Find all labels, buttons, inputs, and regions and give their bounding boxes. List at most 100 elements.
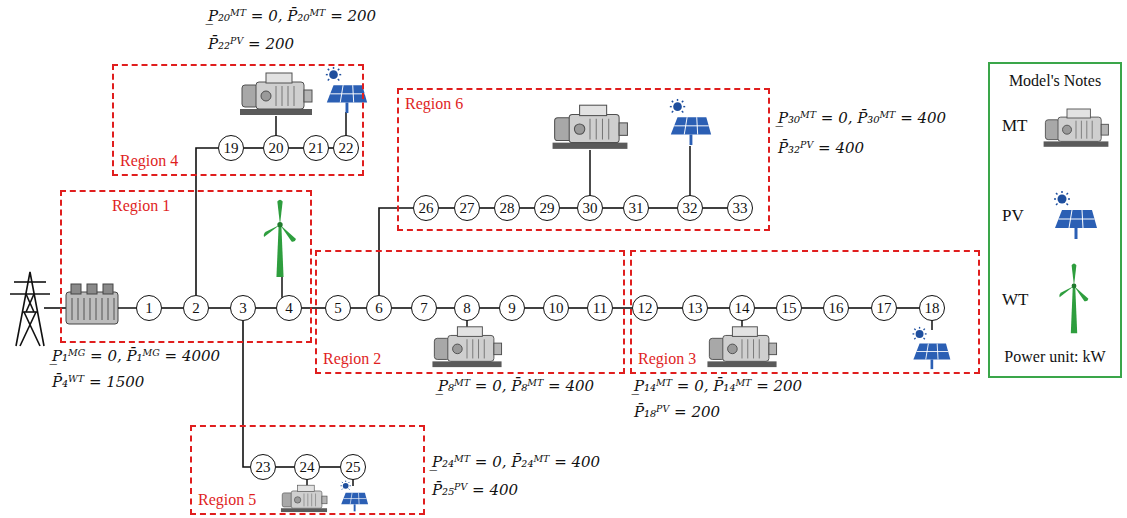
line-connector <box>209 307 230 309</box>
line-connector <box>755 307 776 309</box>
region-box: Region 523 24 25 <box>190 425 425 515</box>
region-box: Region 312131415161718 <box>630 250 980 374</box>
line-connector <box>649 207 677 209</box>
region-label: Region 5 <box>198 491 256 509</box>
line-connector <box>302 307 325 309</box>
bus-circle: 29 <box>534 195 560 221</box>
line-connector <box>256 307 276 309</box>
bus-circle: 22 <box>333 135 359 161</box>
bus-circle: 19 <box>218 135 244 161</box>
line-connector <box>276 466 294 468</box>
region-label: Region 4 <box>120 152 178 170</box>
line-connector <box>560 207 577 209</box>
unit-note: Power unit: kW <box>1004 348 1105 366</box>
region-box: Region 11234 <box>60 190 312 343</box>
bus-number: 10 <box>549 300 564 317</box>
parameter-label: P̲₁₄ᴹᵀ = 0, P̄₁₄ᴹᵀ = 200 <box>634 376 802 398</box>
region-label: Region 2 <box>323 350 381 368</box>
bus-number: 3 <box>239 300 247 317</box>
bus-number: 31 <box>629 200 644 217</box>
region-box: Region 4 19 20 21 22 <box>112 64 364 176</box>
bus-circle: 24 <box>294 454 320 480</box>
bus-number: 28 <box>500 200 515 217</box>
bus-circle: 3 <box>230 295 256 321</box>
region-label: Region 3 <box>638 350 696 368</box>
legend-text: WT <box>1002 290 1028 310</box>
bus-number: 24 <box>300 459 315 476</box>
region-box: Region 2567891011 <box>315 250 625 374</box>
line-connector <box>520 207 534 209</box>
bus-number: 21 <box>309 140 324 157</box>
bus-number: 4 <box>285 300 293 317</box>
bus-circle: 13 <box>682 295 708 321</box>
bus-number: 20 <box>269 140 284 157</box>
bus-number: 17 <box>877 300 892 317</box>
bus-circle: 20 <box>263 135 289 161</box>
line-connector <box>897 307 919 309</box>
line-connector <box>658 307 682 309</box>
bus-number: 27 <box>460 200 475 217</box>
line-connector <box>244 147 263 149</box>
parameter-label: P̲₃₀ᴹᵀ = 0, P̄₃₀ᴹᵀ = 400 <box>778 108 946 130</box>
parameter-label: P̄₂₅ᴾⱽ = 400 <box>432 480 518 502</box>
line-connector <box>351 307 366 309</box>
bus-number: 2 <box>192 300 200 317</box>
bus-number: 11 <box>593 300 607 317</box>
line-connector <box>603 207 623 209</box>
bus-circle: 1 <box>136 295 162 321</box>
line-connector <box>525 307 543 309</box>
legend-text: PV <box>1002 206 1024 226</box>
bus-number: 14 <box>735 300 750 317</box>
bus-number: 16 <box>829 300 844 317</box>
line-connector <box>802 307 823 309</box>
bus-number: 19 <box>224 140 239 157</box>
line-connector <box>708 307 729 309</box>
bus-number: 22 <box>339 140 354 157</box>
bus-circle: 6 <box>366 295 392 321</box>
bus-number: 7 <box>420 300 428 317</box>
bus-number: 25 <box>346 459 361 476</box>
region-box: Region 6 26 27 28 29 30 31 32 33 <box>397 88 770 231</box>
region-label: Region 6 <box>405 95 463 113</box>
parameter-label: P̄₁₈ᴾⱽ = 200 <box>634 402 720 424</box>
parameter-label: P̲₁ᴹᴳ = 0, P̄₁ᴹᴳ = 4000 <box>52 346 220 368</box>
line-connector <box>289 147 303 149</box>
bus-circle: 16 <box>823 295 849 321</box>
bus-circle: 30 <box>577 195 603 221</box>
bus-number: 32 <box>683 200 698 217</box>
legend-title: Model's Notes <box>1009 72 1101 90</box>
line-connector <box>439 207 454 209</box>
bus-number: 23 <box>256 459 271 476</box>
parameter-label: P̄₂₂ᴾⱽ = 200 <box>208 34 294 56</box>
line-connector <box>849 307 871 309</box>
bus-circle: 31 <box>623 195 649 221</box>
bus-number: 26 <box>419 200 434 217</box>
bus-number: 33 <box>733 200 748 217</box>
line-connector <box>196 148 218 295</box>
bus-circle: 17 <box>871 295 897 321</box>
bus-circle: 7 <box>411 295 437 321</box>
bus-number: 15 <box>782 300 797 317</box>
bus-number: 9 <box>508 300 516 317</box>
line-connector <box>480 307 499 309</box>
bus-circle: 27 <box>454 195 480 221</box>
parameter-label: P̲₈ᴹᵀ = 0, P̄₈ᴹᵀ = 400 <box>438 376 594 398</box>
bus-circle: 26 <box>413 195 439 221</box>
bus-circle: 28 <box>494 195 520 221</box>
bus-circle: 33 <box>727 195 753 221</box>
parameter-label: P̲₂₀ᴹᵀ = 0, P̄₂₀ᴹᵀ = 200 <box>208 6 376 28</box>
bus-circle: 25 <box>340 454 366 480</box>
line-connector <box>392 307 411 309</box>
bus-number: 1 <box>145 300 153 317</box>
bus-circle: 9 <box>499 295 525 321</box>
legend-text: MT <box>1002 116 1028 136</box>
bus-circle: 23 <box>250 454 276 480</box>
line-connector <box>480 207 494 209</box>
bus-number: 6 <box>375 300 383 317</box>
bus-number: 5 <box>334 300 342 317</box>
bus-circle: 4 <box>276 295 302 321</box>
bus-number: 29 <box>540 200 555 217</box>
bus-circle: 2 <box>183 295 209 321</box>
